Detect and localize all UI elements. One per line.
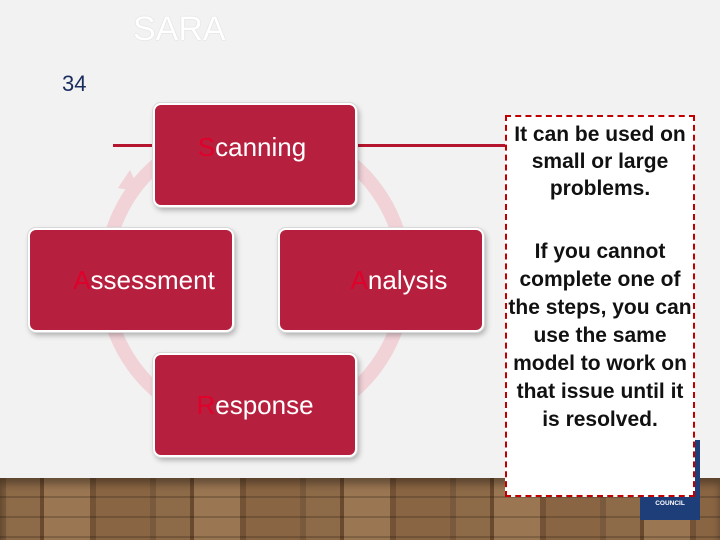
step-scanning: Scanning <box>153 103 357 207</box>
note-resolve: If you cannot complete one of the steps,… <box>505 238 695 434</box>
step-response-rest: esponse <box>215 390 313 420</box>
connector-line-right <box>350 144 510 147</box>
step-analysis-initial: A <box>351 265 368 295</box>
step-scanning-rest: canning <box>215 132 306 162</box>
logo-text-line2: COUNCIL <box>642 500 698 508</box>
step-assessment-initial: A <box>73 265 90 295</box>
step-analysis-rest: nalysis <box>368 265 447 295</box>
step-scanning-initial: S <box>198 132 215 162</box>
step-response: Response <box>153 353 357 457</box>
step-analysis: Analysis <box>278 228 484 332</box>
step-assessment-rest: ssessment <box>91 265 215 295</box>
step-assessment: Assessment <box>28 228 234 332</box>
note-small-large: It can be used on small or large problem… <box>505 121 695 202</box>
step-response-initial: R <box>196 390 215 420</box>
